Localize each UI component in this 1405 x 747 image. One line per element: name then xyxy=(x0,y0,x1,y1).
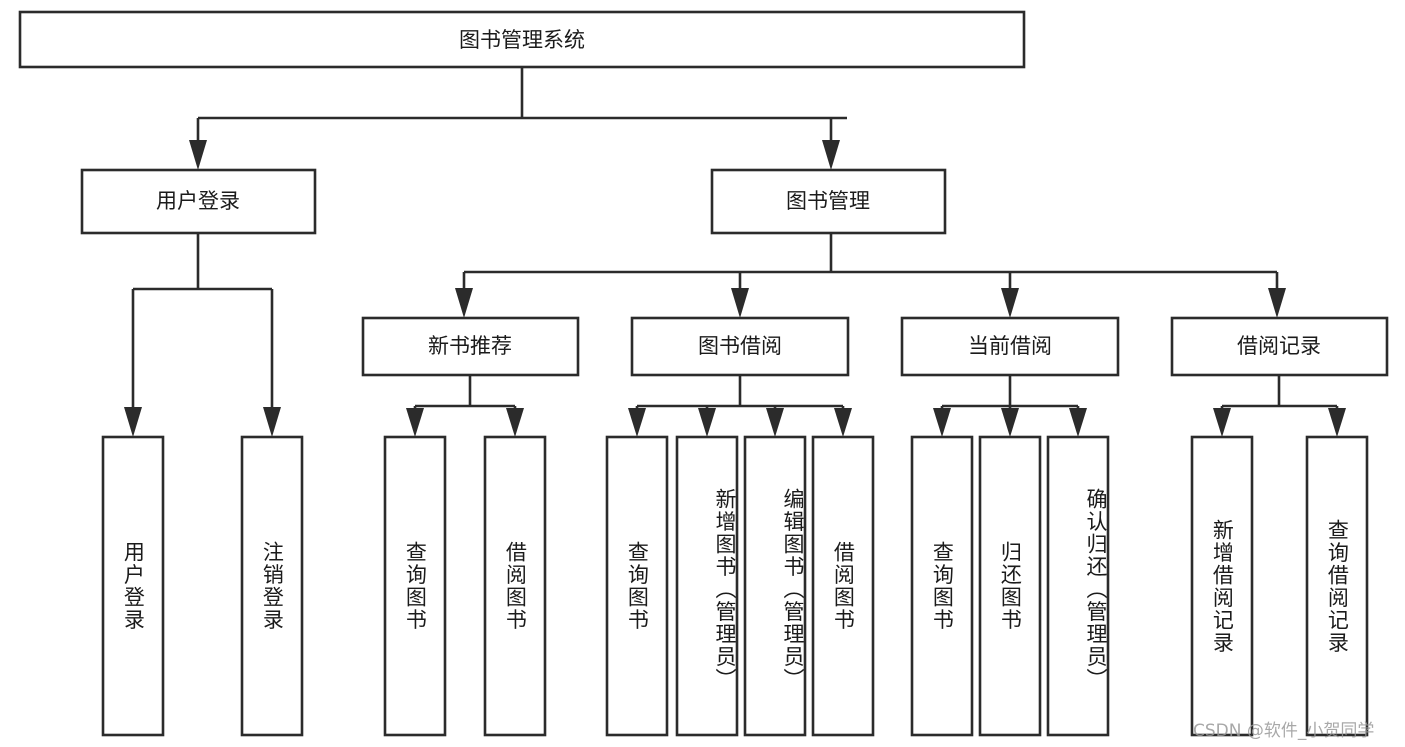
node-new-book-recommend[interactable] xyxy=(361,316,580,377)
leaf-box-borrow-record-0[interactable] xyxy=(1190,435,1254,737)
node-book-management[interactable] xyxy=(710,168,947,235)
arrow-leaf-new-book-1 xyxy=(506,408,524,437)
arrow-book-borrow xyxy=(731,288,749,318)
arrow-leaf-book-borrow-2 xyxy=(766,408,784,437)
horizontal-label-layer: 图书管理系统 用户登录 图书管理 新书推荐 图书借阅 当前借阅 借阅记录 xyxy=(156,28,1321,358)
arrow-leaf-book-borrow-3 xyxy=(834,408,852,437)
arrow-leaf-borrow-record-0 xyxy=(1213,408,1231,437)
arrow-leaf-user-login-0 xyxy=(124,407,142,437)
node-book-borrow[interactable] xyxy=(630,316,850,377)
leaf-box-current-borrow-0[interactable] xyxy=(910,435,974,737)
arrow-user-login xyxy=(189,140,207,170)
arrow-borrow-record xyxy=(1268,288,1286,318)
arrow-leaf-book-borrow-0 xyxy=(628,408,646,437)
leaf-box-new-book-0[interactable] xyxy=(383,435,447,737)
leaf-box-book-borrow-3[interactable] xyxy=(811,435,875,737)
leaf-box-book-borrow-2[interactable] xyxy=(743,435,807,737)
arrow-leaf-current-borrow-0 xyxy=(933,408,951,437)
leaf-box-borrow-record-1[interactable] xyxy=(1305,435,1369,737)
arrow-leaf-book-borrow-1 xyxy=(698,408,716,437)
leaf-box-user-login-1[interactable] xyxy=(240,435,304,737)
leaf-box-current-borrow-2[interactable] xyxy=(1046,435,1110,737)
label-current-borrow: 当前借阅 xyxy=(968,334,1052,358)
arrow-leaf-current-borrow-1 xyxy=(1001,408,1019,437)
label-book-management: 图书管理 xyxy=(786,189,870,213)
label-borrow-record: 借阅记录 xyxy=(1237,334,1321,358)
node-current-borrow[interactable] xyxy=(900,316,1120,377)
leaf-box-book-borrow-1[interactable] xyxy=(675,435,739,737)
leaf-box-user-login-0[interactable] xyxy=(101,435,165,737)
arrow-book-manage xyxy=(822,140,840,170)
leaf-box-new-book-1[interactable] xyxy=(483,435,547,737)
node-borrow-record[interactable] xyxy=(1170,316,1389,377)
arrow-leaf-borrow-record-1 xyxy=(1328,408,1346,437)
box-layer xyxy=(18,10,1389,737)
node-root-book-management-system[interactable] xyxy=(18,10,1026,69)
leaf-box-current-borrow-1[interactable] xyxy=(978,435,1042,737)
label-user-login: 用户登录 xyxy=(156,189,240,213)
csdn-watermark: CSDN @软件_小贺同学 xyxy=(1193,721,1375,741)
leaf-box-book-borrow-0[interactable] xyxy=(605,435,669,737)
node-user-login[interactable] xyxy=(80,168,317,235)
arrow-leaf-current-borrow-2 xyxy=(1069,408,1087,437)
arrow-new-book xyxy=(455,288,473,318)
label-root: 图书管理系统 xyxy=(459,28,585,52)
arrow-current-borrow xyxy=(1001,288,1019,318)
connector-layer xyxy=(124,67,1346,437)
arrow-leaf-user-login-1 xyxy=(263,407,281,437)
label-book-borrow: 图书借阅 xyxy=(698,334,782,358)
label-new-book-recommend: 新书推荐 xyxy=(428,334,512,358)
arrow-leaf-new-book-0 xyxy=(406,408,424,437)
